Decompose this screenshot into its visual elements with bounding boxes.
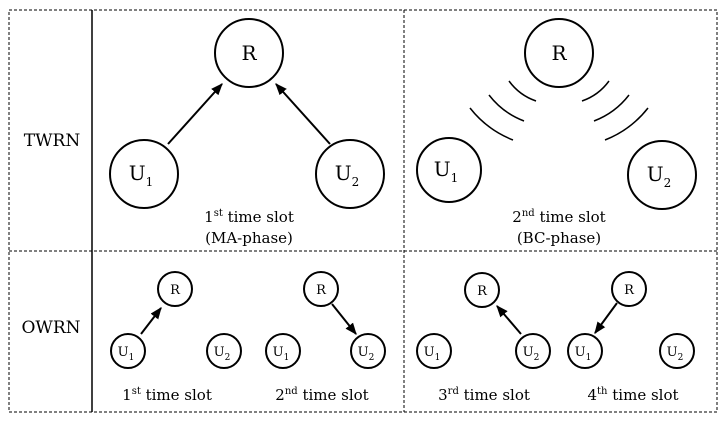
user2-node-label: U2 [667,345,684,363]
relay-node [303,271,339,307]
user1-node-label: U1 [434,157,459,185]
owrn-slot1-panel: R U1 U2 1st time slot [110,271,242,404]
user2-node-label: U2 [647,162,672,190]
user1-node-label: U1 [129,161,154,189]
user1-node [416,137,482,203]
relay-node-label: R [624,283,635,298]
user1-node-label: U1 [424,345,441,363]
user2-node-label: U2 [358,345,375,363]
user1-node-label: U1 [575,345,592,363]
relay-node-label: R [477,284,488,299]
arrow-relay-to-u2 [331,303,357,335]
time-slot-caption: 1st time slot [204,208,294,226]
arrow-u2-to-relay [275,83,331,145]
twrn-bc-phase-panel: R U1 U2 2nd time slot (BC-phase) [416,18,697,247]
wave-right-inner [581,80,610,102]
relay-node [157,271,193,307]
wave-right-outer [604,107,649,141]
arrow-relay-to-u1 [594,302,618,334]
user1-node [265,333,301,369]
time-slot-caption: 3rd time slot [438,386,530,404]
user1-node [416,333,452,369]
time-slot-caption: 4th time slot [587,386,678,404]
user2-node [627,140,697,210]
user1-node-label: U1 [118,345,135,363]
owrn-slot4-panel: R U1 U2 4th time slot [567,271,695,404]
arrow-u1-to-relay [167,83,223,145]
arrow-u1-to-relay [140,307,162,335]
user2-node [315,139,385,209]
row-label-owrn: OWRN [21,318,80,338]
table-frame [8,9,718,413]
relay-node [464,272,500,308]
wave-left-middle [488,94,525,122]
wave-right-middle [593,94,630,122]
relay-node [611,271,647,307]
user2-node [659,333,695,369]
row-label-twrn: TWRN [24,131,81,151]
user1-node [110,333,146,369]
relay-node [524,18,594,88]
user1-node [567,333,603,369]
time-slot-caption: 2nd time slot [275,386,368,404]
user2-node-label: U2 [335,161,360,189]
time-slot-caption: 1st time slot [122,386,212,404]
user2-node-label: U2 [523,345,540,363]
wave-left-inner [508,80,537,102]
wave-left-outer [469,107,514,141]
owrn-slot3-panel: R U1 U2 3rd time slot [416,272,551,404]
relay-node-label: R [551,41,567,65]
phase-caption: (MA-phase) [205,229,293,247]
phase-caption: (BC-phase) [517,229,601,247]
broadcast-waves [469,80,649,141]
user1-node-label: U1 [273,345,290,363]
relay-node-label: R [316,283,327,298]
user2-node [206,333,242,369]
owrn-slot2-panel: R U1 U2 2nd time slot [265,271,386,404]
user1-node [109,139,179,209]
user2-node [515,333,551,369]
user2-node-label: U2 [214,345,231,363]
relay-node-label: R [241,41,257,65]
relay-node-label: R [170,283,181,298]
time-slot-caption: 2nd time slot [512,208,605,226]
arrow-u2-to-relay [496,305,522,335]
twrn-ma-phase-panel: R U1 U2 1st time slot (MA-phase) [109,18,385,247]
relay-node [214,18,284,88]
user2-node [350,333,386,369]
